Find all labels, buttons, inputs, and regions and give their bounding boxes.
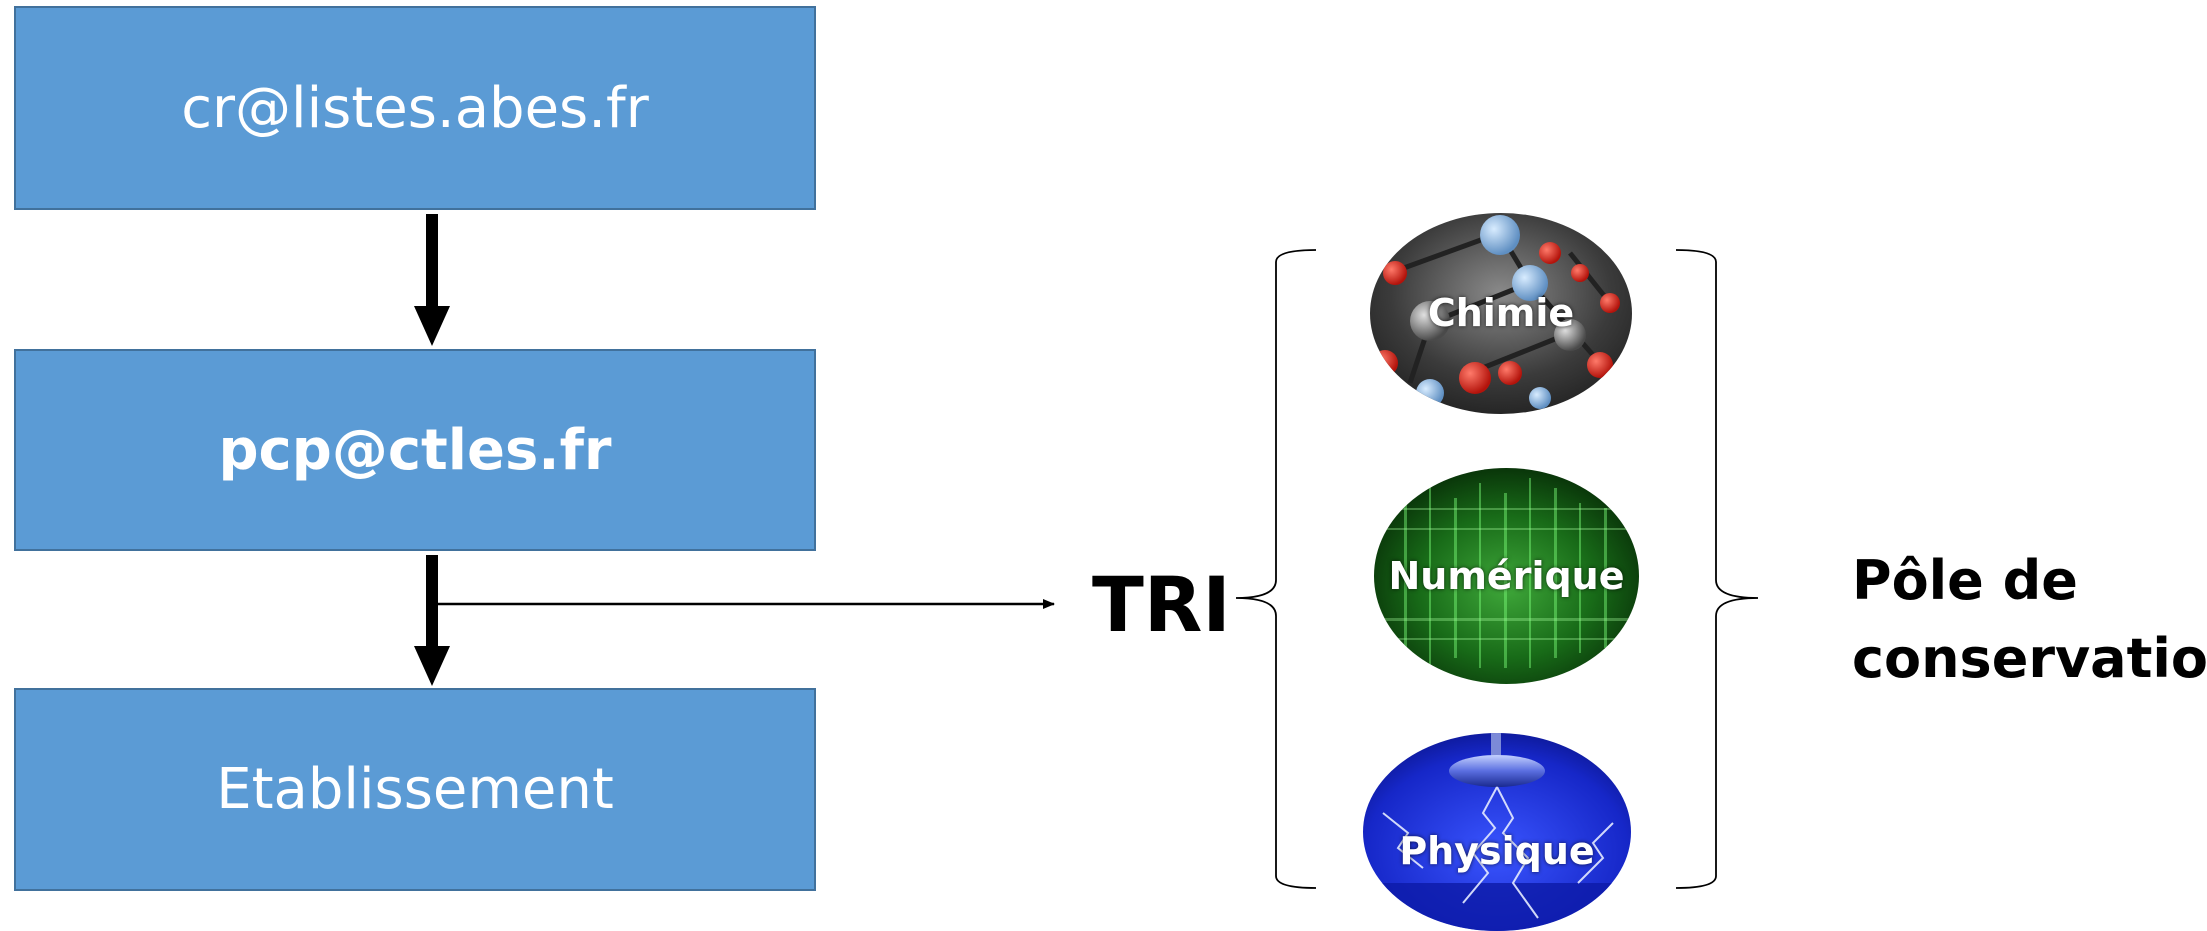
pole-label-line-2: conservation [1852,627,2207,690]
pole-de-conservation-label: Pôle de conservation [1852,542,2207,698]
arrow-abes-to-ctles [414,214,450,346]
physique-label: Physique [1399,829,1595,873]
chimie-image: Chimie [1370,213,1632,414]
tri-label: TRI [1092,560,1231,649]
arrow-ctles-to-etablissement [414,555,450,686]
email-box-abes: cr@listes.abes.fr [14,6,816,210]
numerique-label: Numérique [1388,554,1625,598]
etablissement-box: Etablissement [14,688,816,891]
pole-label-line-1: Pôle de [1852,549,2078,612]
left-brace [1235,249,1317,889]
molecule-illustration [1370,213,1632,414]
email-box-abes-label: cr@listes.abes.fr [181,75,649,141]
chimie-label: Chimie [1427,291,1575,335]
tesla-coil-illustration [1363,733,1631,931]
email-box-ctles-label: pcp@ctles.fr [218,417,612,483]
etablissement-box-label: Etablissement [216,757,614,822]
numerique-image: Numérique [1374,468,1639,684]
physique-image: Physique [1363,733,1631,931]
email-box-ctles: pcp@ctles.fr [14,349,816,551]
right-brace [1675,249,1759,889]
binary-code-illustration [1374,468,1639,684]
